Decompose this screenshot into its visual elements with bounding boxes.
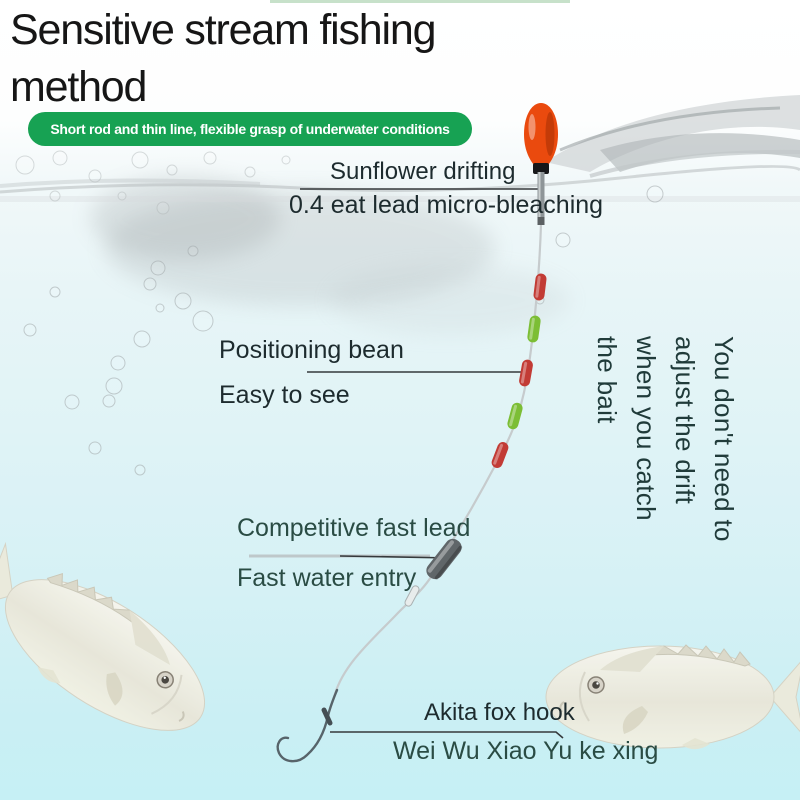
label-wei-wu: Wei Wu Xiao Yu ke xing [393,737,659,765]
label-akita-fox-hook: Akita fox hook [424,699,575,726]
label-competitive-fast-lead: Competitive fast lead [237,514,471,542]
side-note-line3: when you catch [631,336,661,521]
callout-lines [249,188,564,739]
label-eat-lead: 0.4 eat lead micro-bleaching [289,191,604,219]
page-title-line2: method [10,63,147,111]
top-green-strip [270,0,570,3]
positioning-beads [491,273,547,468]
fishing-line [326,223,543,716]
lead-weight [426,538,463,580]
label-fast-water-entry: Fast water entry [237,564,417,592]
water-surface [0,95,800,202]
side-note-line4: the bait [592,336,622,424]
float-graphic [524,103,558,225]
label-easy-to-see: Easy to see [219,381,350,409]
page-title-line1: Sensitive stream fishing [10,6,436,54]
bubbles [23,185,664,476]
side-note: You don't need to adjust the drift when … [587,336,743,586]
foam-bubbles [15,150,291,215]
subtitle-badge: Short rod and thin line, flexible grasp … [28,112,472,146]
label-positioning-bean: Positioning bean [219,336,404,364]
side-note-line2: adjust the drift [670,336,700,505]
label-sunflower-drifting: Sunflower drifting [330,158,516,185]
hook-graphic [276,688,339,763]
page-title: Sensitive stream fishing method [10,2,650,116]
side-note-line1: You don't need to [709,336,739,542]
swivel [404,585,420,607]
